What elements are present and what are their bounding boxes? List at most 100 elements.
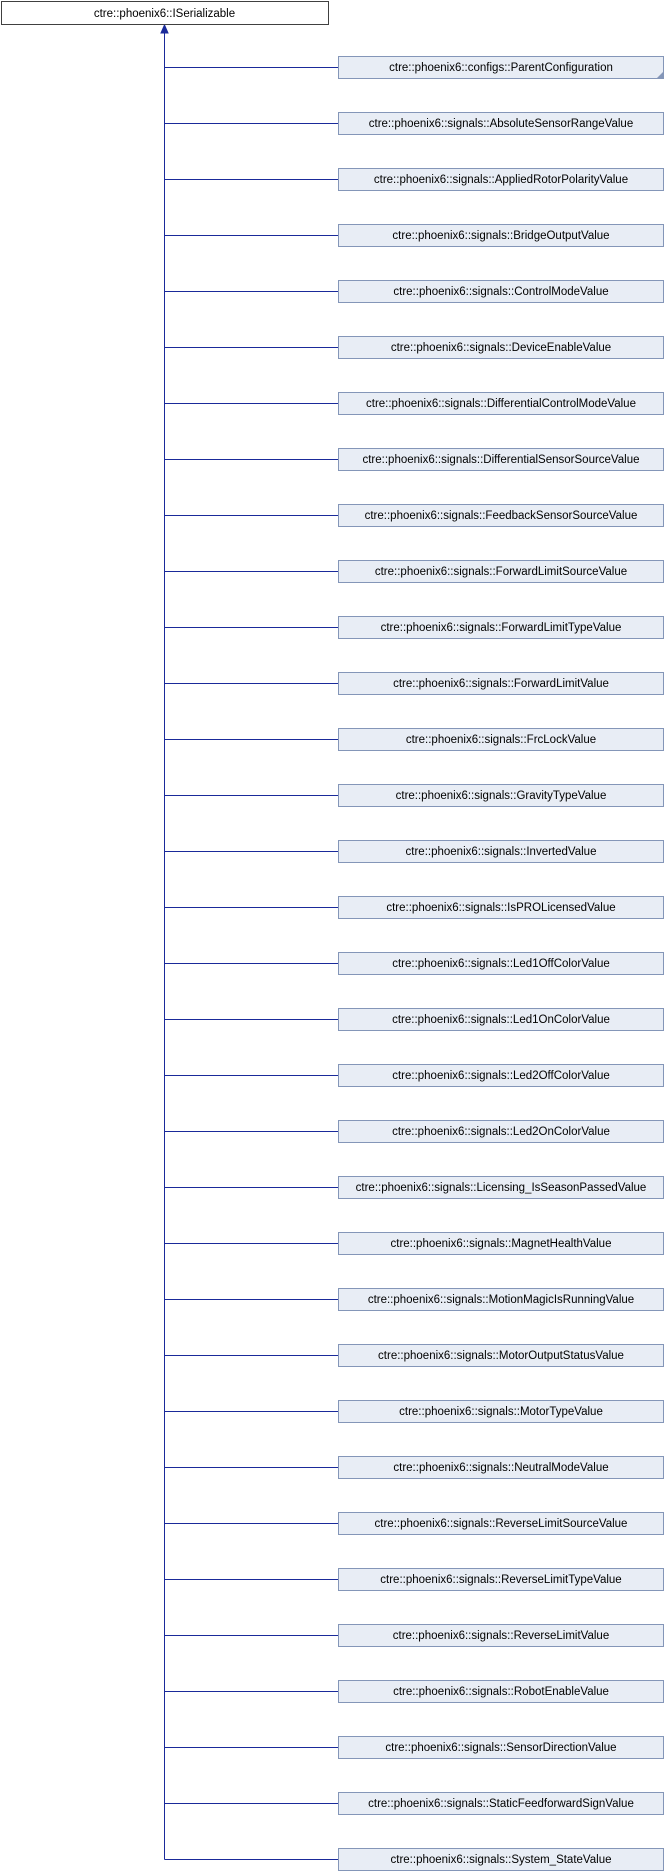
derived-class-label[interactable]: ctre::phoenix6::signals::SensorDirection… [385,1742,616,1754]
derived-class-label[interactable]: ctre::phoenix6::signals::StaticFeedforwa… [368,1798,634,1810]
derived-class-node[interactable]: ctre::phoenix6::signals::FeedbackSensorS… [338,504,664,527]
derived-class-box[interactable] [338,1456,664,1479]
derived-class-box[interactable] [338,1736,664,1759]
derived-class-node[interactable]: ctre::phoenix6::signals::System_StateVal… [338,1848,664,1871]
derived-class-label[interactable]: ctre::phoenix6::signals::Led2OffColorVal… [392,1070,610,1082]
derived-class-node[interactable]: ctre::phoenix6::signals::StaticFeedforwa… [338,1792,664,1815]
derived-class-label[interactable]: ctre::phoenix6::signals::Led1OffColorVal… [392,958,610,970]
derived-class-node[interactable]: ctre::phoenix6::signals::MotionMagicIsRu… [338,1288,664,1311]
derived-class-label[interactable]: ctre::phoenix6::signals::ReverseLimitVal… [393,1630,609,1642]
root-class-box[interactable] [1,1,329,25]
derived-class-box[interactable] [338,1624,664,1647]
derived-class-label[interactable]: ctre::phoenix6::signals::IsPROLicensedVa… [386,902,615,914]
derived-class-box[interactable] [338,784,664,807]
derived-class-node[interactable]: ctre::phoenix6::signals::AbsoluteSensorR… [338,112,664,135]
derived-class-label[interactable]: ctre::phoenix6::signals::ForwardLimitTyp… [381,622,622,634]
derived-class-node[interactable]: ctre::phoenix6::signals::SensorDirection… [338,1736,664,1759]
derived-class-box[interactable] [338,1176,664,1199]
derived-class-node[interactable]: ctre::phoenix6::signals::RobotEnableValu… [338,1680,664,1703]
derived-class-node[interactable]: ctre::phoenix6::signals::ControlModeValu… [338,280,664,303]
derived-class-box[interactable] [338,1680,664,1703]
derived-class-node[interactable]: ctre::phoenix6::signals::ForwardLimitTyp… [338,616,664,639]
derived-class-node[interactable]: ctre::phoenix6::signals::ReverseLimitSou… [338,1512,664,1535]
derived-class-node[interactable]: ctre::phoenix6::signals::NeutralModeValu… [338,1456,664,1479]
derived-class-node[interactable]: ctre::phoenix6::signals::Led1OnColorValu… [338,1008,664,1031]
derived-class-box[interactable] [338,1848,664,1871]
derived-class-label[interactable]: ctre::phoenix6::signals::MotorTypeValue [399,1406,603,1418]
derived-class-node[interactable]: ctre::phoenix6::signals::MotorTypeValue [338,1400,664,1423]
derived-class-box[interactable] [338,1008,664,1031]
derived-class-node[interactable]: ctre::phoenix6::signals::GravityTypeValu… [338,784,664,807]
derived-class-label[interactable]: ctre::phoenix6::signals::ReverseLimitTyp… [380,1574,621,1586]
root-class-node[interactable]: ctre::phoenix6::ISerializable [1,1,329,25]
derived-class-label[interactable]: ctre::phoenix6::signals::DifferentialCon… [366,398,636,410]
derived-class-box[interactable] [338,672,664,695]
derived-class-node[interactable]: ctre::phoenix6::signals::AppliedRotorPol… [338,168,664,191]
derived-class-label[interactable]: ctre::phoenix6::signals::Led1OnColorValu… [392,1014,610,1026]
derived-class-node[interactable]: ctre::phoenix6::signals::Led2OffColorVal… [338,1064,664,1087]
derived-class-box[interactable] [338,952,664,975]
derived-class-box[interactable] [338,1792,664,1815]
derived-class-box[interactable] [338,728,664,751]
derived-class-node[interactable]: ctre::phoenix6::signals::ForwardLimitSou… [338,560,664,583]
derived-class-label[interactable]: ctre::phoenix6::signals::AbsoluteSensorR… [369,118,633,130]
derived-class-label[interactable]: ctre::phoenix6::signals::DeviceEnableVal… [391,342,611,354]
derived-class-box[interactable] [338,112,664,135]
derived-class-node[interactable]: ctre::phoenix6::signals::Led1OffColorVal… [338,952,664,975]
derived-class-label[interactable]: ctre::phoenix6::signals::NeutralModeValu… [393,1462,608,1474]
derived-class-node[interactable]: ctre::phoenix6::signals::ReverseLimitVal… [338,1624,664,1647]
derived-class-label[interactable]: ctre::phoenix6::signals::BridgeOutputVal… [392,230,609,242]
derived-class-label[interactable]: ctre::phoenix6::signals::AppliedRotorPol… [374,174,628,186]
derived-class-node[interactable]: ctre::phoenix6::signals::Licensing_IsSea… [338,1176,664,1199]
derived-class-label[interactable]: ctre::phoenix6::signals::FrcLockValue [406,734,596,746]
derived-class-box[interactable] [338,1400,664,1423]
derived-class-node[interactable]: ctre::phoenix6::signals::DeviceEnableVal… [338,336,664,359]
derived-class-label[interactable]: ctre::phoenix6::signals::MagnetHealthVal… [391,1238,612,1250]
derived-class-node[interactable]: ctre::phoenix6::signals::BridgeOutputVal… [338,224,664,247]
derived-class-box[interactable] [338,1232,664,1255]
derived-class-box[interactable] [338,280,664,303]
derived-class-label[interactable]: ctre::phoenix6::signals::ForwardLimitVal… [393,678,609,690]
derived-class-box[interactable] [338,840,664,863]
derived-class-box[interactable] [338,1288,664,1311]
derived-class-label[interactable]: ctre::phoenix6::signals::MotorOutputStat… [378,1350,624,1362]
derived-class-node[interactable]: ctre::phoenix6::configs::ParentConfigura… [338,56,664,79]
derived-class-box[interactable] [338,168,664,191]
derived-class-box[interactable] [338,336,664,359]
derived-class-box[interactable] [338,1568,664,1591]
derived-class-node[interactable]: ctre::phoenix6::signals::DifferentialCon… [338,392,664,415]
derived-class-box[interactable] [338,560,664,583]
derived-class-node[interactable]: ctre::phoenix6::signals::DifferentialSen… [338,448,664,471]
derived-class-label[interactable]: ctre::phoenix6::signals::ControlModeValu… [393,286,608,298]
derived-class-node[interactable]: ctre::phoenix6::signals::ForwardLimitVal… [338,672,664,695]
derived-class-label[interactable]: ctre::phoenix6::signals::MotionMagicIsRu… [368,1294,634,1306]
derived-class-node[interactable]: ctre::phoenix6::signals::InvertedValue [338,840,664,863]
derived-class-node[interactable]: ctre::phoenix6::signals::MagnetHealthVal… [338,1232,664,1255]
derived-class-label[interactable]: ctre::phoenix6::signals::InvertedValue [406,846,597,858]
derived-class-label[interactable]: ctre::phoenix6::signals::System_StateVal… [391,1854,612,1866]
derived-class-label[interactable]: ctre::phoenix6::signals::ReverseLimitSou… [375,1518,628,1530]
derived-class-node[interactable]: ctre::phoenix6::signals::ReverseLimitTyp… [338,1568,664,1591]
derived-class-box[interactable] [338,1512,664,1535]
derived-class-box[interactable] [338,1344,664,1367]
derived-class-box[interactable] [338,224,664,247]
derived-class-label[interactable]: ctre::phoenix6::signals::DifferentialSen… [362,454,639,466]
derived-class-node[interactable]: ctre::phoenix6::signals::FrcLockValue [338,728,664,751]
derived-class-box[interactable] [338,56,664,79]
derived-class-box[interactable] [338,392,664,415]
derived-class-label[interactable]: ctre::phoenix6::signals::FeedbackSensorS… [365,510,638,522]
derived-class-label[interactable]: ctre::phoenix6::signals::Licensing_IsSea… [356,1182,647,1194]
derived-class-label[interactable]: ctre::phoenix6::signals::RobotEnableValu… [393,1686,609,1698]
derived-class-node[interactable]: ctre::phoenix6::signals::MotorOutputStat… [338,1344,664,1367]
derived-class-box[interactable] [338,1120,664,1143]
derived-class-label[interactable]: ctre::phoenix6::signals::ForwardLimitSou… [375,566,627,578]
derived-class-box[interactable] [338,448,664,471]
derived-class-node[interactable]: ctre::phoenix6::signals::IsPROLicensedVa… [338,896,664,919]
derived-class-box[interactable] [338,616,664,639]
derived-class-label[interactable]: ctre::phoenix6::signals::Led2OnColorValu… [392,1126,610,1138]
derived-class-label[interactable]: ctre::phoenix6::configs::ParentConfigura… [389,62,613,74]
derived-class-box[interactable] [338,1064,664,1087]
derived-class-label[interactable]: ctre::phoenix6::signals::GravityTypeValu… [396,790,607,802]
derived-class-node[interactable]: ctre::phoenix6::signals::Led2OnColorValu… [338,1120,664,1143]
derived-class-box[interactable] [338,896,664,919]
